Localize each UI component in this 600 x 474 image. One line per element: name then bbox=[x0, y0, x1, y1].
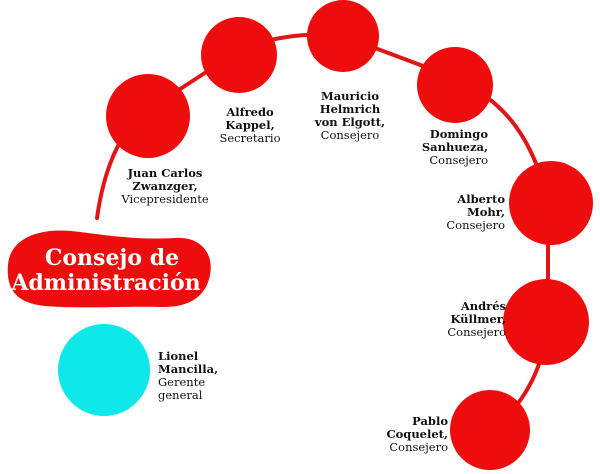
member-name: Pablo bbox=[412, 414, 448, 428]
member-name: Andrés bbox=[460, 299, 506, 313]
manager-circle bbox=[58, 324, 150, 416]
title-line-1: Consejo de bbox=[45, 245, 179, 271]
member-name: Helmrich bbox=[319, 102, 381, 116]
member-role: Vicepresidente bbox=[121, 192, 209, 206]
member-role: Consejero bbox=[447, 325, 506, 339]
title-line-2: Administración bbox=[10, 270, 200, 296]
member-name: Mauricio bbox=[320, 89, 379, 103]
member-role: Consejero bbox=[320, 128, 380, 142]
member-name: von Elgott, bbox=[314, 115, 386, 129]
member-name: Alfredo bbox=[226, 105, 274, 119]
member-name: Zwanzger, bbox=[132, 179, 198, 193]
member-role: Consejero bbox=[446, 218, 505, 232]
member-name: Sanhueza, bbox=[421, 140, 488, 154]
member-name: Domingo bbox=[429, 127, 488, 141]
member-label-secretario: Alfredo Kappel, Secretario bbox=[205, 106, 295, 145]
member-label-von-elgott: Mauricio Helmrich von Elgott, Consejero bbox=[300, 90, 400, 142]
manager-role: Gerente bbox=[158, 375, 206, 389]
member-name: Alberto bbox=[457, 192, 505, 206]
member-circle-mohr bbox=[509, 161, 593, 245]
member-name: Juan Carlos bbox=[127, 166, 203, 180]
member-circle-vicepresidente bbox=[106, 74, 190, 158]
member-role: Consejero bbox=[429, 153, 488, 167]
manager-name: Lionel bbox=[158, 349, 199, 363]
member-role: Consejero bbox=[389, 440, 448, 454]
member-circle-von-elgott bbox=[307, 0, 379, 72]
member-name: Kappel, bbox=[225, 118, 275, 132]
member-circle-secretario bbox=[201, 17, 277, 93]
member-name: Küllmer, bbox=[450, 312, 506, 326]
member-label-vicepresidente: Juan Carlos Zwanzger, Vicepresidente bbox=[105, 167, 225, 206]
member-name: Mohr, bbox=[467, 205, 505, 219]
member-label-kullmer: Andrés Küllmer, Consejero bbox=[420, 300, 506, 339]
manager-label: Lionel Mancilla, Gerente general bbox=[158, 350, 248, 402]
title-blob bbox=[7, 230, 211, 308]
member-label-sanhueza: Domingo Sanhueza, Consejero bbox=[385, 128, 488, 167]
member-label-mohr: Alberto Mohr, Consejero bbox=[420, 193, 505, 232]
member-label-coquelet: Pablo Coquelet, Consejero bbox=[360, 415, 448, 454]
manager-role: general bbox=[158, 388, 203, 402]
member-role: Secretario bbox=[219, 131, 281, 145]
member-circle-kullmer bbox=[503, 279, 589, 365]
member-name: Coquelet, bbox=[386, 427, 448, 441]
manager-name: Mancilla, bbox=[158, 362, 219, 376]
member-circle-coquelet bbox=[450, 390, 530, 470]
member-circle-sanhueza bbox=[417, 47, 493, 123]
